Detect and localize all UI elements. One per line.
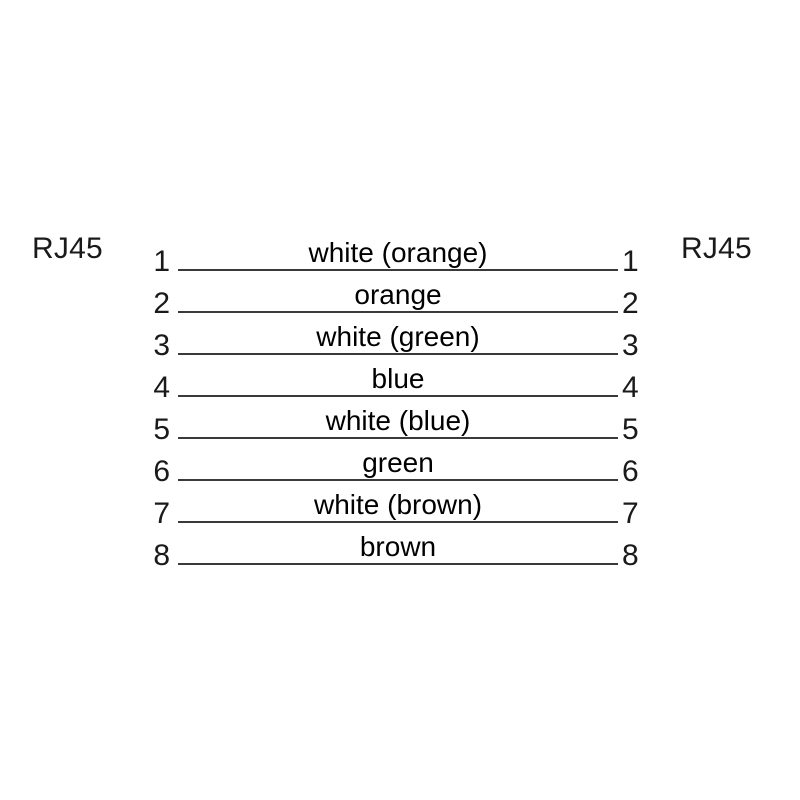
right-pin-number: 2: [622, 287, 639, 320]
wire-color-label: white (brown): [313, 489, 483, 520]
wire-line: [178, 479, 618, 481]
wire-color-label: brown: [359, 531, 437, 562]
right-connector-label: RJ45: [681, 232, 752, 265]
right-pin-number: 7: [622, 497, 639, 530]
right-pin-number: 6: [622, 455, 639, 488]
wire-line: [178, 395, 618, 397]
wire-color-label: white (blue): [325, 405, 471, 436]
right-pin-number: 4: [622, 371, 639, 404]
right-pin-number: 1: [622, 245, 639, 278]
left-pin-number: 3: [153, 329, 170, 362]
wire-color-label: green: [362, 447, 434, 478]
wire-color-label: white (green): [316, 321, 480, 352]
left-pin-number: 5: [153, 413, 170, 446]
left-pin-number: 8: [153, 539, 170, 572]
right-pin-number: 3: [622, 329, 639, 362]
left-pin-number: 6: [153, 455, 170, 488]
left-pin-number: 7: [153, 497, 170, 530]
wire-color-label: blue: [371, 363, 425, 394]
wire-color-label: white (orange): [308, 237, 488, 268]
wire-line: [178, 269, 618, 271]
wire-line: [178, 353, 618, 355]
left-pin-number: 1: [153, 245, 170, 278]
left-connector-label: RJ45: [32, 232, 103, 265]
left-pin-number: 4: [153, 371, 170, 404]
right-pin-number: 8: [622, 539, 639, 572]
wire-line: [178, 311, 618, 313]
wire-line: [178, 563, 618, 565]
wire-color-label: orange: [354, 279, 442, 310]
right-pin-number: 5: [622, 413, 639, 446]
left-pin-number: 2: [153, 287, 170, 320]
wire-line: [178, 521, 618, 523]
wire-line: [178, 437, 618, 439]
